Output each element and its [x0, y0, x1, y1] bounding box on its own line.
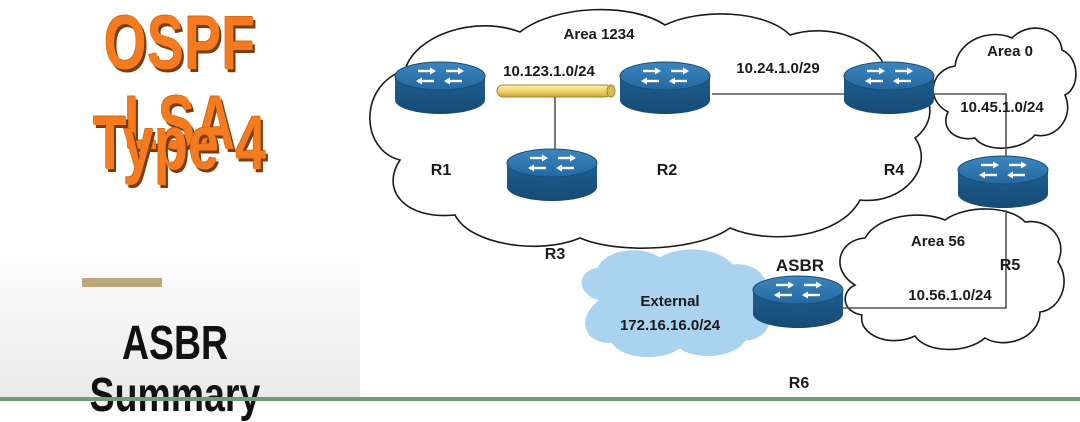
- link-r5-r6: [842, 210, 1007, 309]
- router-r3-icon: [505, 147, 599, 203]
- router-r1-icon: [393, 60, 487, 116]
- router-r2-icon: [618, 60, 712, 116]
- title-line-1: OSPF LSA: [104, 1, 256, 166]
- bottom-accent-bar: [0, 397, 1080, 401]
- asbr-label: ASBR: [776, 256, 824, 275]
- router-r4-icon: [842, 60, 936, 116]
- router-r6-icon: [751, 274, 845, 330]
- subnet-r1-r2-label: 10.123.1.0/24: [503, 63, 595, 80]
- title-panel: [0, 0, 360, 401]
- router-r5-label: R5: [1000, 257, 1021, 274]
- router-r3-label: R3: [545, 246, 566, 263]
- router-r4-label: R4: [884, 162, 905, 179]
- area-56-label: Area 56: [911, 233, 965, 250]
- network-diagram: Area 1234 Area 0 Area 56 10.123.1.0/24 1…: [369, 8, 1077, 392]
- router-r5-icon: [956, 154, 1050, 210]
- area-0-cloud: [932, 27, 1077, 149]
- external-subnet-label: 172.16.16.0/24: [620, 317, 721, 334]
- link-r4-r5: [932, 93, 1007, 165]
- area-1234-label: Area 1234: [564, 26, 636, 43]
- title-divider: [82, 278, 162, 287]
- router-r6-label: R6: [789, 375, 810, 392]
- external-label: External: [640, 293, 699, 310]
- serial-link-r1-r2: [496, 84, 612, 98]
- title-line-2: Type 4: [93, 101, 267, 186]
- subnet-r5-r6-label: 10.56.1.0/24: [908, 287, 992, 304]
- subnet-r4-r5-label: 10.45.1.0/24: [960, 99, 1044, 116]
- area-1234-cloud: [369, 8, 931, 249]
- subnet-r2-r4-label: 10.24.1.0/29: [736, 60, 819, 77]
- area-0-label: Area 0: [987, 43, 1033, 60]
- area-56-cloud: [839, 208, 1065, 351]
- router-r2-label: R2: [657, 162, 678, 179]
- router-r1-label: R1: [431, 162, 452, 179]
